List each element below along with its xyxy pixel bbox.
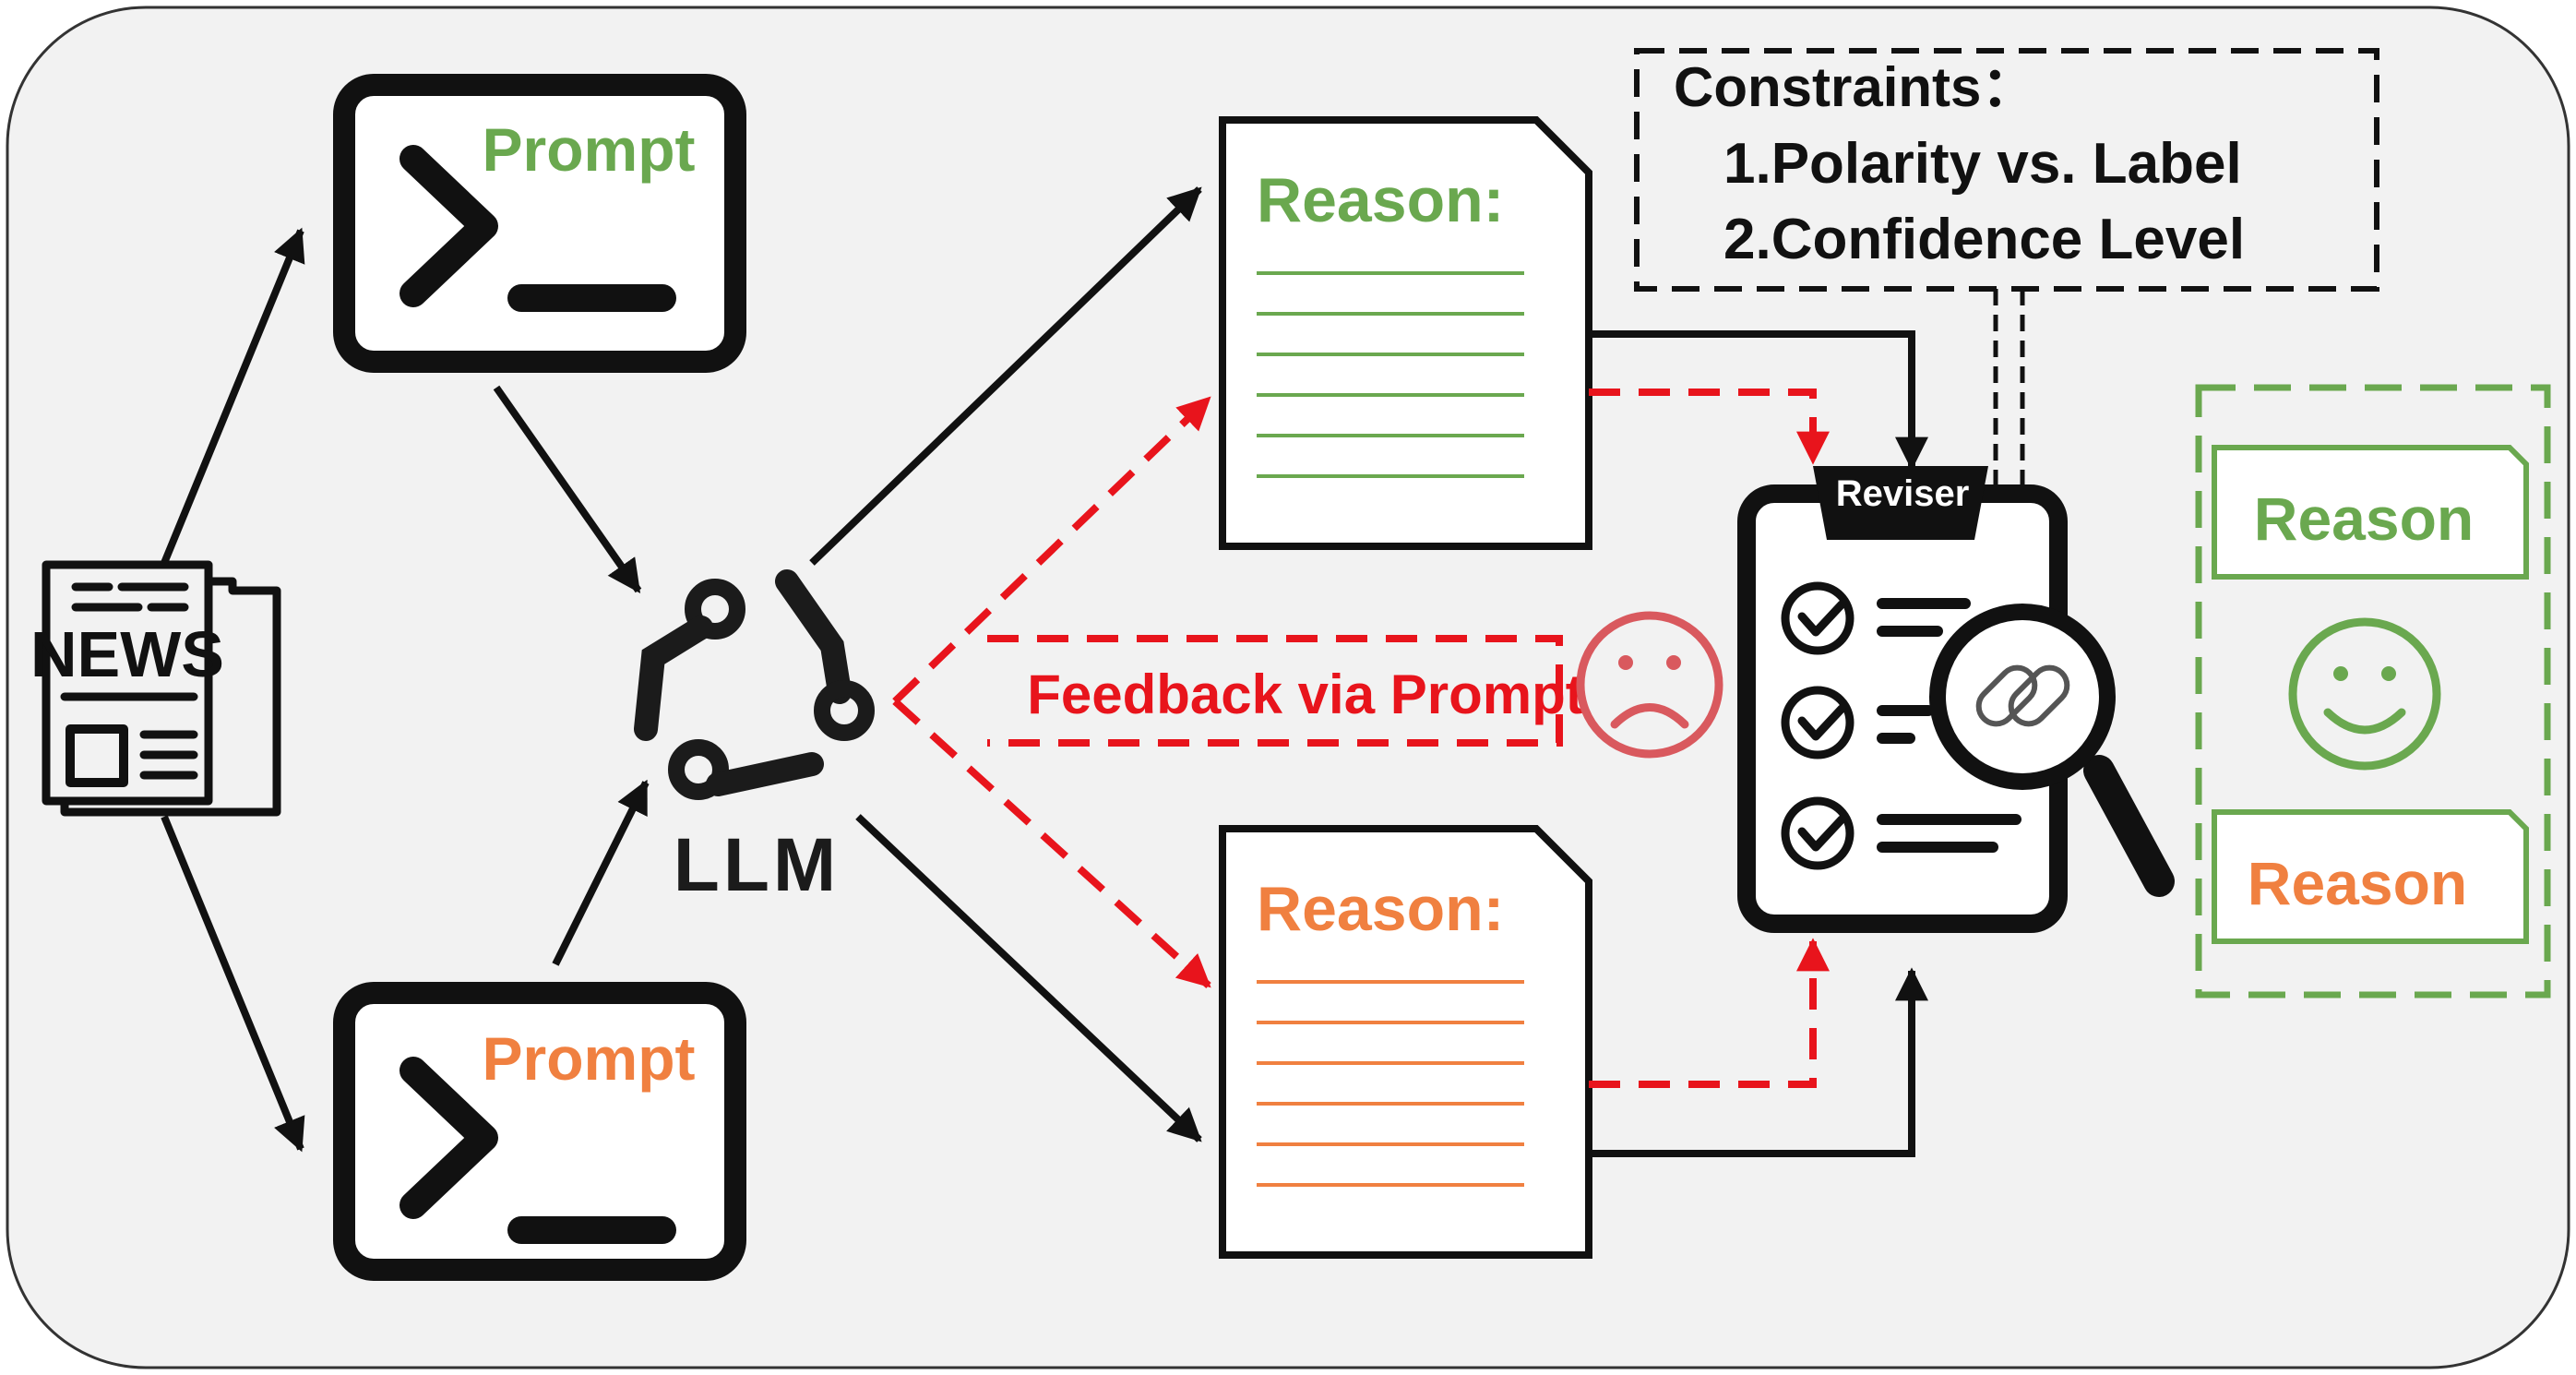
arrow-llm-to-reason-top (809, 186, 1202, 566)
result-reason-tag-top (2212, 445, 2529, 580)
prompt-terminal-icon-top (333, 74, 746, 373)
constraints-box (1634, 48, 2379, 292)
arrow-llm-to-reason-bottom (855, 814, 1202, 1142)
arrow-feedback-to-reason-top (892, 396, 1211, 704)
arrow-news-to-prompt-bottom (161, 815, 305, 1153)
arrow-reason-bottom-to-reviser (1589, 967, 1928, 1157)
result-reason-tag-bottom (2212, 809, 2529, 944)
news-icon (42, 560, 281, 817)
feedback-label-box (987, 635, 1563, 747)
reason-label-top: Reason: (1257, 165, 1504, 235)
happy-face-icon (2288, 617, 2441, 771)
feedback-label: Feedback via Prompt (1027, 664, 1584, 725)
prompt-terminal-icon-bottom (333, 982, 746, 1281)
reason-document-top (1219, 116, 1592, 550)
arrow-news-to-prompt-top (161, 227, 305, 565)
arrow-feedback-to-reason-bottom (892, 699, 1211, 988)
llm-label: LLM (674, 823, 840, 907)
arrow-prompt-top-to-llm (493, 385, 642, 593)
arrow-reason-top-to-reviser (1589, 330, 1928, 471)
flow-arrows (161, 186, 1928, 1157)
arrow-prompt-bottom-to-llm (552, 779, 650, 966)
result-reason-label-bottom: Reason (2248, 849, 2467, 917)
reviser-clipboard-icon (1737, 466, 2068, 933)
prompt-label-top: Prompt (483, 115, 696, 184)
arrow-reason-bottom-to-reviser-feedback (1589, 938, 1830, 1088)
sad-face-icon (1576, 611, 1723, 759)
result-box (2195, 384, 2551, 998)
constraint-item-1: 1.Polarity vs. Label (1723, 132, 2242, 196)
reviser-label: Reviser (1836, 473, 1970, 514)
news-label: NEWS (30, 618, 224, 690)
constraint-item-2: 2.Confidence Level (1723, 208, 2245, 271)
reason-document-bottom (1219, 825, 1592, 1259)
constraints-title: Constraints： (1674, 56, 2036, 118)
chain-link-icon (1975, 664, 2070, 727)
arrow-reason-top-to-reviser-feedback (1589, 389, 1830, 465)
result-reason-label-top: Reason (2254, 484, 2474, 553)
feedback-arrows (892, 389, 1830, 1088)
magnifier-icon (1929, 604, 2175, 897)
reason-label-bottom: Reason: (1257, 874, 1504, 944)
prompt-label-bottom: Prompt (483, 1024, 696, 1093)
llm-icon (634, 569, 875, 800)
